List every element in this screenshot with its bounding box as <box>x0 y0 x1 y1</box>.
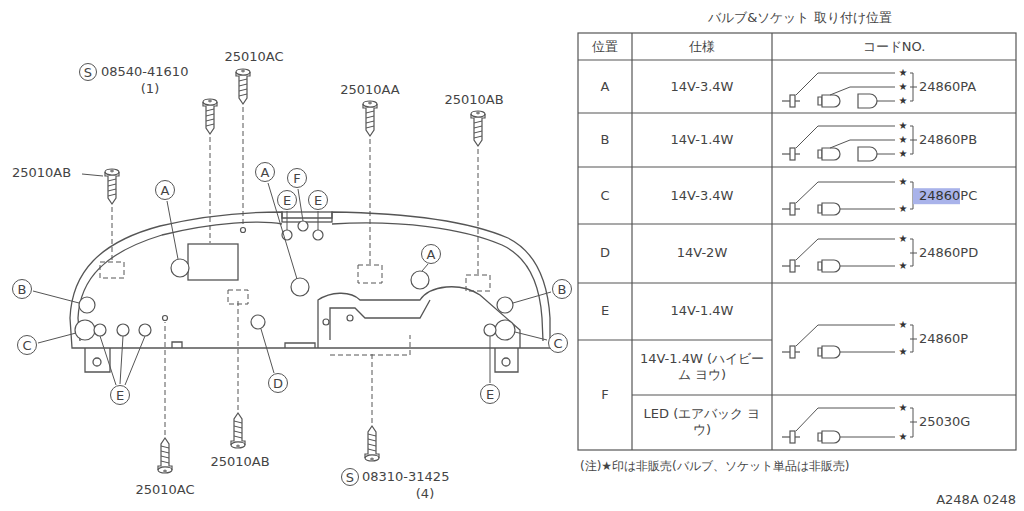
position-circle: A <box>255 162 275 182</box>
label-text: 24860PD <box>919 245 978 261</box>
highlighted-code: 24860 <box>913 188 960 204</box>
star-mark: ★ <box>899 431 908 443</box>
circle-letter: C <box>553 337 562 350</box>
label-text: PC <box>960 188 977 204</box>
star-mark: ★ <box>899 203 908 215</box>
circle-letter: D <box>273 377 283 390</box>
position-letter: C <box>600 188 609 204</box>
label-text: 25010AC <box>135 482 194 498</box>
label-text: 14V-3.4W <box>671 79 734 95</box>
label-text: 位置 <box>592 39 618 55</box>
label-text: バルブ&ソケット 取り付け位置 <box>708 10 891 26</box>
label-text: コードNO. <box>863 39 926 55</box>
label-text: 14V-1.4W <box>671 132 734 148</box>
label-text: 08310-31425 <box>362 469 449 485</box>
position-circle: B <box>12 279 32 299</box>
position-circle: A <box>421 244 441 264</box>
circle-letter: S <box>346 471 354 484</box>
position-circle: F <box>287 168 307 188</box>
position-letter: D <box>600 245 610 261</box>
star-mark: ★ <box>899 120 908 132</box>
star-mark: ★ <box>899 260 908 272</box>
label-text: A248A 0248 <box>936 492 1016 508</box>
label-text: 25010AB <box>12 165 71 181</box>
label-text: 14V-2W <box>677 245 728 261</box>
circle-letter: E <box>283 194 291 207</box>
dashed-line <box>100 107 490 435</box>
quantity: (4) <box>416 486 434 502</box>
position-circle: C <box>17 335 37 355</box>
position-circle: S <box>79 63 97 81</box>
circle-letter: S <box>84 66 92 79</box>
star-mark: ★ <box>899 134 908 146</box>
position-letter: E <box>601 303 609 319</box>
circle-letter: A <box>261 166 270 179</box>
position-circle: E <box>277 190 297 210</box>
bulb-socket-icon <box>782 73 917 443</box>
circle-letter: A <box>427 248 436 261</box>
label-text: LED (エアバック ヨウ) <box>637 406 767 437</box>
position-circle: E <box>480 384 500 404</box>
star-mark: ★ <box>899 148 908 160</box>
star-mark: ★ <box>899 81 908 93</box>
star-mark: ★ <box>899 95 908 107</box>
label-text: 24860P <box>919 331 968 347</box>
circle-letter: E <box>486 388 494 401</box>
label-text: 24860PB <box>919 132 977 148</box>
circle-letter: E <box>116 389 124 402</box>
position-circle: B <box>552 279 572 299</box>
table-grid <box>578 33 1016 450</box>
circle-letter: E <box>314 194 322 207</box>
position-circle: A <box>155 180 175 200</box>
label-text: 08540-41610 <box>101 64 188 80</box>
position-circle: E <box>110 385 130 405</box>
label-text: 14V-3.4W <box>671 188 734 204</box>
star-mark: ★ <box>899 176 908 188</box>
circle-letter: F <box>293 172 300 185</box>
circle-letter: C <box>22 339 31 352</box>
position-letter: B <box>601 132 610 148</box>
label-text: 25010AB <box>444 92 503 108</box>
circle-letter: A <box>161 184 170 197</box>
bulb-hole <box>75 221 515 340</box>
circle-letter: B <box>558 283 567 296</box>
star-mark: ★ <box>899 319 908 331</box>
label-text: 14V-1.4W <box>671 303 734 319</box>
star-mark: ★ <box>899 67 908 79</box>
meter-cluster <box>70 212 550 372</box>
quantity: (1) <box>141 81 159 97</box>
position-circle: E <box>308 190 328 210</box>
position-circle: D <box>268 373 288 393</box>
label-text: 25030G <box>919 414 970 430</box>
label-text: 14V-1.4W (ハイビーム ヨウ) <box>637 351 767 382</box>
label-text: 24860PA <box>919 79 976 95</box>
star-mark: ★ <box>899 346 908 358</box>
position-letter: F <box>601 387 608 403</box>
leader-line <box>33 174 551 385</box>
label-text: 仕様 <box>689 39 715 55</box>
label-text: (注)★印は非販売(バルブ、ソケット単品は非販売) <box>580 459 849 473</box>
screw <box>105 69 485 473</box>
label-text: 25010AB <box>210 454 269 470</box>
star-mark: ★ <box>899 233 908 245</box>
label-text: 25010AC <box>224 49 283 65</box>
star-mark: ★ <box>899 402 908 414</box>
label-text: 25010AA <box>340 82 400 98</box>
position-circle: C <box>548 333 568 353</box>
position-letter: A <box>601 79 610 95</box>
circle-letter: B <box>18 283 27 296</box>
position-circle: S <box>341 468 359 486</box>
